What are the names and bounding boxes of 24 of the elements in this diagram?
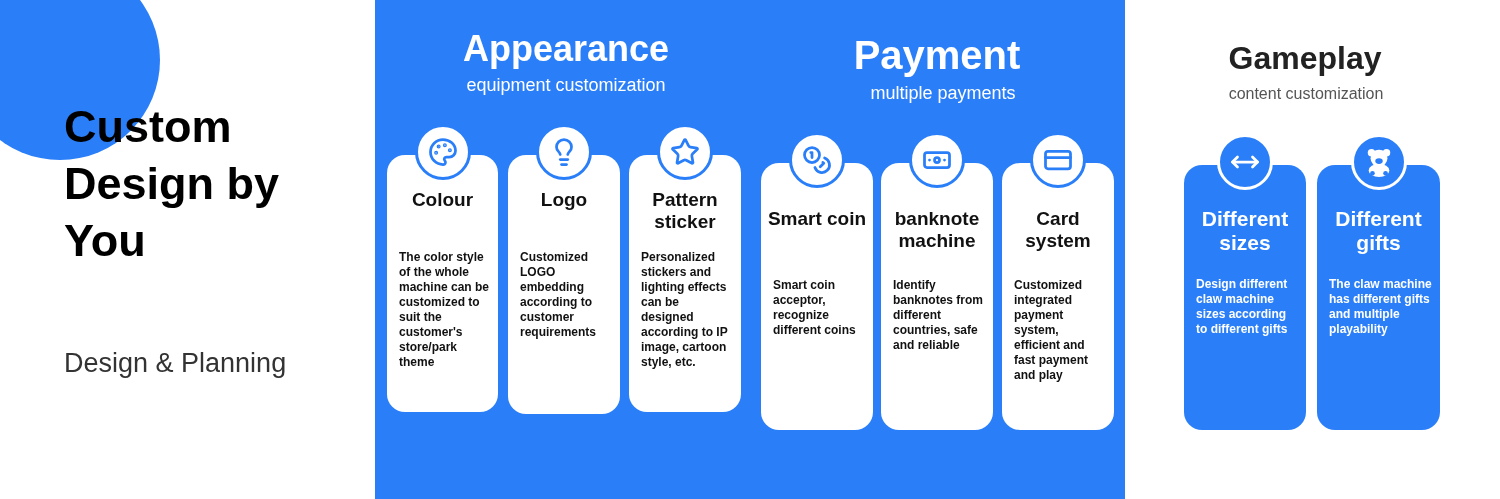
card-title: Smart coin	[766, 208, 868, 230]
section-heading: Appearance	[461, 28, 671, 70]
section-band	[375, 0, 1125, 499]
card-description: Customized LOGO embedding according to customer requirements	[520, 250, 598, 340]
section-subheading: equipment customization	[465, 75, 667, 96]
card-description: The claw machine has different gifts and multiple playability	[1329, 277, 1432, 337]
section-subheading: multiple payments	[869, 83, 1017, 104]
card-description: Design different claw machine sizes according to different gifts	[1196, 277, 1289, 337]
card-title: Different gifts	[1334, 207, 1423, 256]
card-description: Personalized stickers and lighting effects can be designed according to IP image, cartoon style, etc.	[641, 250, 729, 370]
card-title: Different sizes	[1200, 207, 1290, 256]
card-description: The color style of the whole machine can be customized to suit the customer's store/park theme	[399, 250, 490, 370]
subtitle: Design & Planning	[64, 348, 287, 379]
card-description: Identify banknotes from different countries, safe and reliable	[893, 278, 984, 353]
card-title: Card system	[1024, 208, 1092, 252]
card-title: banknote machine	[893, 208, 981, 252]
section-heading: Payment	[852, 33, 1022, 78]
card-description: Customized integrated payment system, efficient and fast payment and play	[1014, 278, 1090, 383]
card-description: Smart coin acceptor, recognize different coins	[773, 278, 857, 338]
card-title: Logo	[539, 189, 589, 211]
section-heading: Gameplay	[1227, 40, 1383, 77]
section-subheading: content customization	[1227, 85, 1385, 103]
card-title: Colour	[410, 189, 475, 211]
card-title: Pattern sticker	[651, 189, 719, 233]
